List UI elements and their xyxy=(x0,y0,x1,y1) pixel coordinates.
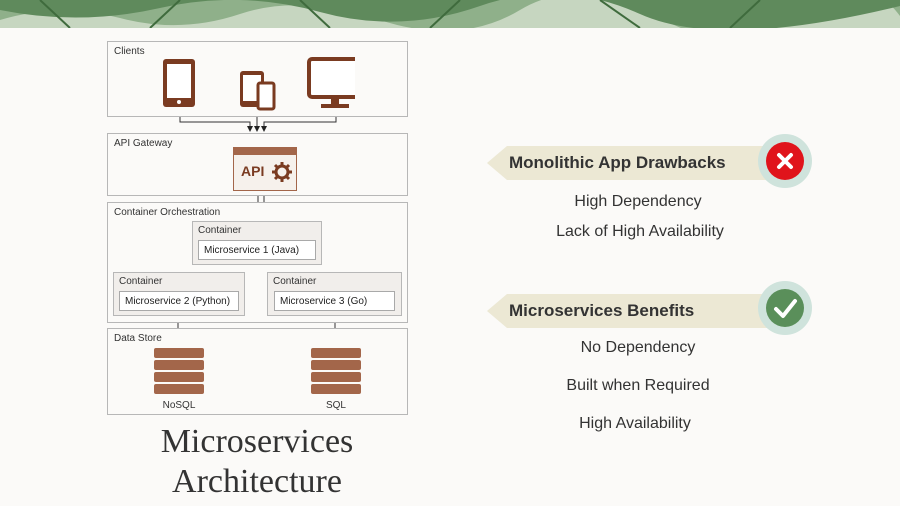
x-mark xyxy=(777,153,793,169)
microservice-java: Microservice 1 (Java) xyxy=(198,240,316,260)
mobile-devices-icon xyxy=(240,71,276,111)
drawbacks-ribbon-arrow xyxy=(487,146,507,180)
clients-label: Clients xyxy=(114,46,145,57)
check-mark xyxy=(774,299,797,318)
desktop-monitor-icon xyxy=(307,57,355,108)
api-gateway-label: API Gateway xyxy=(114,138,173,149)
tablet-icon xyxy=(163,59,195,107)
container-python: Container Microservice 2 (Python) xyxy=(113,272,245,316)
sql-database-icon xyxy=(311,348,361,394)
title-line-1: Microservices xyxy=(160,423,354,460)
close-icon xyxy=(766,142,804,180)
check-icon xyxy=(766,289,804,327)
benefits-ribbon-arrow xyxy=(487,294,507,328)
decorative-banner xyxy=(0,0,900,28)
orchestration-label: Container Orchestration xyxy=(114,207,221,218)
container-go: Container Microservice 3 (Go) xyxy=(267,272,402,316)
benefits-badge xyxy=(758,281,812,335)
benefits-title: Microservices Benefits xyxy=(509,301,695,320)
nosql-label: NoSQL xyxy=(162,400,196,411)
nosql-database-icon xyxy=(154,348,204,394)
microservice-python: Microservice 2 (Python) xyxy=(119,291,239,311)
drawback-item: Lack of High Availability xyxy=(556,223,724,240)
gear-icon xyxy=(272,162,292,182)
sql-label: SQL xyxy=(325,400,346,411)
drawbacks-ribbon: Monolithic App Drawbacks xyxy=(507,146,772,180)
title-line-2: Architecture xyxy=(172,463,342,500)
data-store-section: Data Store xyxy=(107,328,408,415)
data-store-label: Data Store xyxy=(114,333,162,344)
drawback-item: High Dependency xyxy=(574,193,702,210)
benefit-item: No Dependency xyxy=(580,339,696,356)
api-window-bar xyxy=(234,148,296,155)
api-text: API xyxy=(241,163,265,179)
client-devices xyxy=(163,57,355,111)
container-label: Container xyxy=(198,225,242,236)
api-gateway-node: API xyxy=(233,147,297,191)
microservice-go: Microservice 3 (Go) xyxy=(274,291,395,311)
benefits-ribbon: Microservices Benefits xyxy=(507,294,772,328)
container-label: Container xyxy=(273,276,317,287)
container-label: Container xyxy=(119,276,163,287)
architecture-title: Microservices Architecture xyxy=(107,422,407,502)
benefit-item: High Availability xyxy=(579,415,691,432)
container-java: Container Microservice 1 (Java) xyxy=(192,221,322,265)
drawbacks-title: Monolithic App Drawbacks xyxy=(509,153,726,172)
drawbacks-badge xyxy=(758,134,812,188)
benefit-item: Built when Required xyxy=(566,377,710,394)
leaf-pattern-image xyxy=(0,0,900,28)
